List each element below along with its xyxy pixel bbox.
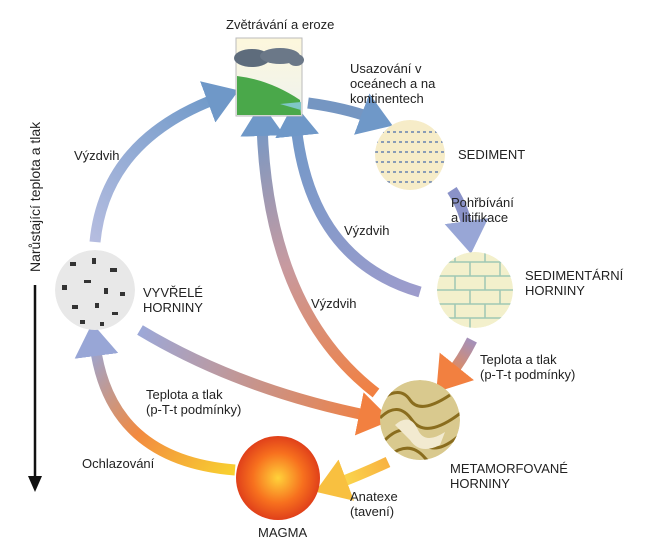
weathering-image: [234, 37, 304, 117]
label-line: Teplota a tlak: [146, 387, 223, 402]
label-uplift-left: Výzdvih: [74, 148, 120, 163]
label-uplift-mid: Výzdvih: [344, 223, 390, 238]
label-cooling: Ochlazování: [82, 456, 155, 471]
label-line: kontinentech: [350, 91, 424, 106]
arrow-metamorphic-to-weathering: [240, 103, 380, 398]
label-line: (p-T-t podmínky): [146, 402, 242, 417]
label-line: Usazování v: [350, 61, 422, 76]
magma-circle: [236, 436, 320, 520]
label-weathering: Zvětrávání a eroze: [226, 17, 335, 32]
arrow-igneous-to-weathering: [89, 81, 239, 243]
label-line: Pohřbívání: [451, 195, 514, 210]
arrow-magma-to-igneous: [74, 323, 236, 476]
label-line: SEDIMENTÁRNÍ: [525, 268, 624, 283]
label-line: HORNINY: [143, 300, 203, 315]
label-line: (p-T-t podmínky): [480, 367, 576, 382]
label-line: a litifikace: [451, 210, 509, 225]
igneous-circle: [55, 250, 135, 330]
label-uplift-center: Výzdvih: [311, 296, 357, 311]
arrow-metamorphic-to-magma: [315, 457, 391, 501]
axis-arrow: [28, 285, 42, 492]
arrow-sediment-to-sedimentary: [444, 187, 489, 254]
cycle-arrows: [74, 81, 489, 501]
label-line: (tavení): [350, 504, 395, 519]
arrow-sedimentary-to-weathering: [275, 103, 422, 298]
sediment-circle: [375, 120, 445, 190]
label-anatexis: Anatexe(tavení): [350, 489, 398, 519]
label-pt-left: Teplota a tlak(p-T-t podmínky): [146, 387, 241, 417]
axis-label: Narůstající teplota a tlak: [27, 121, 43, 272]
label-line: Anatexe: [350, 489, 398, 504]
label-line: Teplota a tlak: [480, 352, 557, 367]
label-pt-right: Teplota a tlak(p-T-t podmínky): [480, 352, 575, 382]
metamorphic-circle: [380, 380, 460, 460]
label-magma: MAGMA: [258, 525, 308, 540]
sedimentary-circle: [437, 252, 513, 328]
label-line: HORNINY: [525, 283, 585, 298]
label-line: HORNINY: [450, 476, 510, 491]
label-line: VYVŘELÉ: [143, 285, 203, 300]
arrow-igneous-to-metamorphic: [137, 325, 392, 436]
arrow-sedimentary-to-metamorphic: [436, 337, 477, 393]
label-line: oceánech a na: [350, 76, 436, 91]
label-line: METAMORFOVANÉ: [450, 461, 568, 476]
label-sediment: SEDIMENT: [458, 147, 526, 162]
